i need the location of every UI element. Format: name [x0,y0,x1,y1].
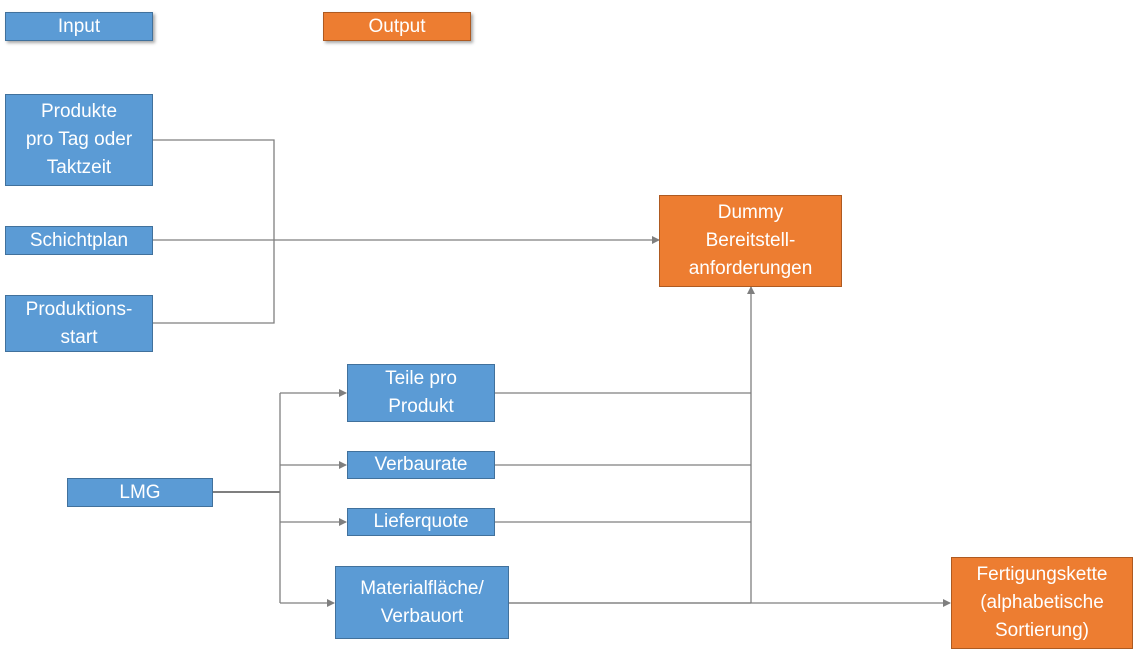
connector-produkte-to-dummy [152,139,275,240]
node-materialflaeche: Materialfläche/ Verbauort [335,566,509,639]
node-teile-pro-produkt: Teile pro Produkt [347,364,495,422]
node-teile-label: Teile pro Produkt [385,368,457,417]
node-produkte-pro-tag: Produkte pro Tag oder Taktzeit [5,94,153,186]
node-fertigungskette-label: Fertigungskette (alphabetische Sortierun… [976,564,1108,641]
node-fertigungskette: Fertigungskette (alphabetische Sortierun… [951,557,1133,649]
node-lieferquote-label: Lieferquote [373,511,469,532]
node-schichtplan-label: Schichtplan [29,229,129,251]
legend-input-label: Input [57,15,101,37]
node-produktionsstart: Produktions- start [5,295,153,352]
node-lmg: LMG [67,478,213,507]
node-lieferquote: Lieferquote [347,508,495,536]
node-verbaurate: Verbaurate [347,451,495,479]
node-schichtplan: Schichtplan [5,226,153,255]
node-dummy-label: Dummy Bereitstell- anforderungen [688,202,813,279]
legend-output-label: Output [368,15,426,37]
node-materialflaeche-label: Materialfläche/ Verbauort [360,577,484,627]
node-dummy-bereitstellanforderungen: Dummy Bereitstell- anforderungen [659,195,842,287]
node-produktionsstart-label: Produktions- start [25,298,133,348]
node-lmg-label: LMG [119,481,161,503]
connector-produktionsstart-to-dummy [152,240,275,324]
node-produkte-label: Produkte pro Tag oder Taktzeit [25,101,133,178]
legend-output: Output [323,12,471,41]
legend-input: Input [5,12,153,41]
node-verbaurate-label: Verbaurate [374,454,468,475]
